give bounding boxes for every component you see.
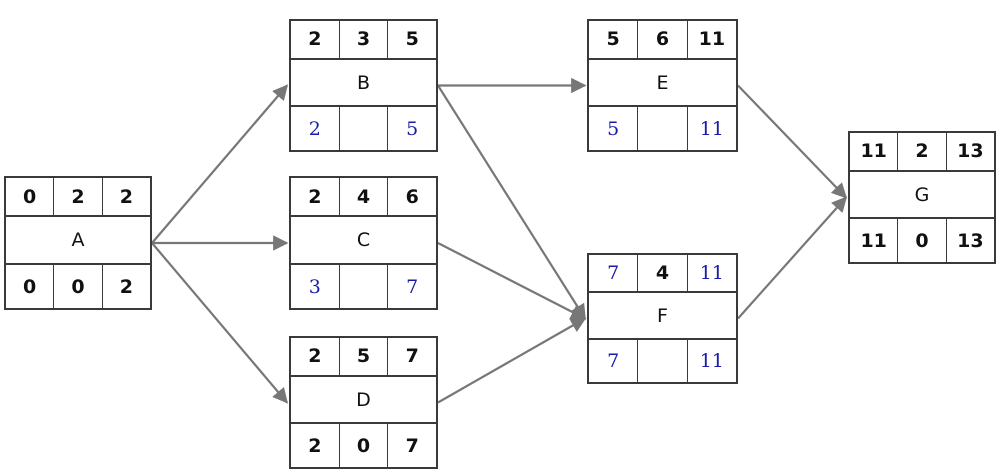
node-d-top-row: 2 5 7 — [291, 338, 436, 377]
node-c-earliest-start: 2 — [308, 185, 322, 208]
node-g-latest-start: 11 — [860, 229, 887, 252]
node-f-top-row: 7 4 11 — [589, 255, 736, 294]
node-f: 7 4 11 F 7 11 — [587, 253, 738, 384]
node-a-slack: 0 — [53, 265, 101, 308]
node-d-earliest-start: 2 — [308, 345, 322, 368]
node-d-bottom-row: 2 0 7 — [291, 424, 436, 467]
node-a: 0 2 2 A 0 0 2 — [4, 176, 152, 310]
node-f-earliest-finish: 11 — [686, 255, 736, 292]
node-c-earliest-finish: 6 — [387, 178, 436, 215]
node-b-top-row: 2 3 5 — [291, 21, 436, 60]
node-e: 5 6 11 E 5 11 — [587, 19, 738, 152]
node-g-duration: 2 — [897, 133, 945, 170]
node-b-earliest-start: 2 — [308, 28, 322, 51]
node-d-label: D — [356, 388, 371, 411]
node-a-bottom-row: 0 0 2 — [6, 265, 150, 308]
node-b-earliest-finish: 5 — [387, 21, 436, 58]
node-f-bottom-row: 7 11 — [589, 340, 736, 382]
node-c-bottom-row: 3 7 — [291, 265, 436, 308]
node-f-label-row: F — [589, 293, 736, 341]
node-a-label: A — [71, 229, 85, 252]
node-e-bottom-row: 5 11 — [589, 107, 736, 150]
node-d-slack: 0 — [338, 424, 388, 467]
node-f-duration: 4 — [637, 255, 686, 292]
node-f-latest-finish: 11 — [686, 340, 736, 382]
node-g-earliest-finish: 13 — [945, 133, 994, 170]
node-c: 2 4 6 C 3 7 — [289, 176, 438, 310]
node-g: 11 2 13 G 11 0 13 — [848, 131, 996, 264]
node-e-slack — [637, 107, 686, 150]
node-e-latest-finish: 11 — [686, 107, 736, 150]
node-c-latest-start: 3 — [308, 275, 321, 298]
node-d-duration: 5 — [338, 338, 388, 375]
node-b-latest-start: 2 — [308, 117, 321, 140]
node-a-latest-start: 0 — [23, 275, 37, 298]
node-d-latest-start: 2 — [308, 434, 322, 457]
node-d-label-row: D — [291, 377, 436, 425]
arrow-a-to-d — [151, 242, 288, 404]
node-a-label-row: A — [6, 217, 150, 266]
node-e-duration: 6 — [637, 21, 686, 58]
node-g-latest-finish: 13 — [945, 219, 994, 262]
node-a-top-row: 0 2 2 — [6, 178, 150, 217]
arrow-d-to-f — [437, 317, 587, 404]
arrow-a-to-b — [151, 84, 289, 244]
arrow-c-to-f — [437, 242, 587, 320]
node-f-earliest-start: 7 — [607, 262, 620, 285]
node-b-latest-finish: 5 — [387, 107, 436, 150]
node-g-label-row: G — [850, 172, 994, 220]
node-d-latest-finish: 7 — [387, 424, 436, 467]
node-b-slack — [338, 107, 388, 150]
node-c-top-row: 2 4 6 — [291, 178, 436, 217]
node-g-label: G — [914, 183, 930, 206]
node-c-latest-finish: 7 — [387, 265, 436, 308]
node-e-top-row: 5 6 11 — [589, 21, 736, 60]
node-e-earliest-finish: 11 — [686, 21, 736, 58]
node-g-earliest-start: 11 — [860, 140, 887, 163]
node-b: 2 3 5 B 2 5 — [289, 19, 438, 152]
node-g-bottom-row: 11 0 13 — [850, 219, 994, 262]
node-d: 2 5 7 D 2 0 7 — [289, 336, 438, 469]
node-c-label: C — [356, 229, 371, 252]
node-b-label-row: B — [291, 60, 436, 108]
node-e-latest-start: 5 — [607, 117, 620, 140]
node-a-latest-finish: 2 — [101, 265, 150, 308]
node-b-bottom-row: 2 5 — [291, 107, 436, 150]
node-a-earliest-finish: 2 — [101, 178, 150, 215]
node-g-top-row: 11 2 13 — [850, 133, 994, 172]
node-e-label-row: E — [589, 60, 736, 108]
node-a-earliest-start: 0 — [23, 185, 37, 208]
node-c-label-row: C — [291, 217, 436, 266]
node-a-duration: 2 — [53, 178, 101, 215]
node-f-label: F — [657, 304, 668, 327]
node-e-label: E — [656, 71, 669, 94]
node-b-duration: 3 — [338, 21, 388, 58]
node-d-earliest-finish: 7 — [387, 338, 436, 375]
node-c-slack — [338, 265, 388, 308]
node-f-slack — [637, 340, 686, 382]
node-e-earliest-start: 5 — [606, 28, 620, 51]
node-c-duration: 4 — [338, 178, 388, 215]
arrow-b-to-f — [437, 84, 586, 320]
node-b-label: B — [356, 71, 371, 94]
node-f-latest-start: 7 — [607, 350, 620, 373]
arrow-e-to-g — [737, 84, 848, 199]
arrow-f-to-g — [737, 196, 848, 320]
node-g-slack: 0 — [897, 219, 945, 262]
